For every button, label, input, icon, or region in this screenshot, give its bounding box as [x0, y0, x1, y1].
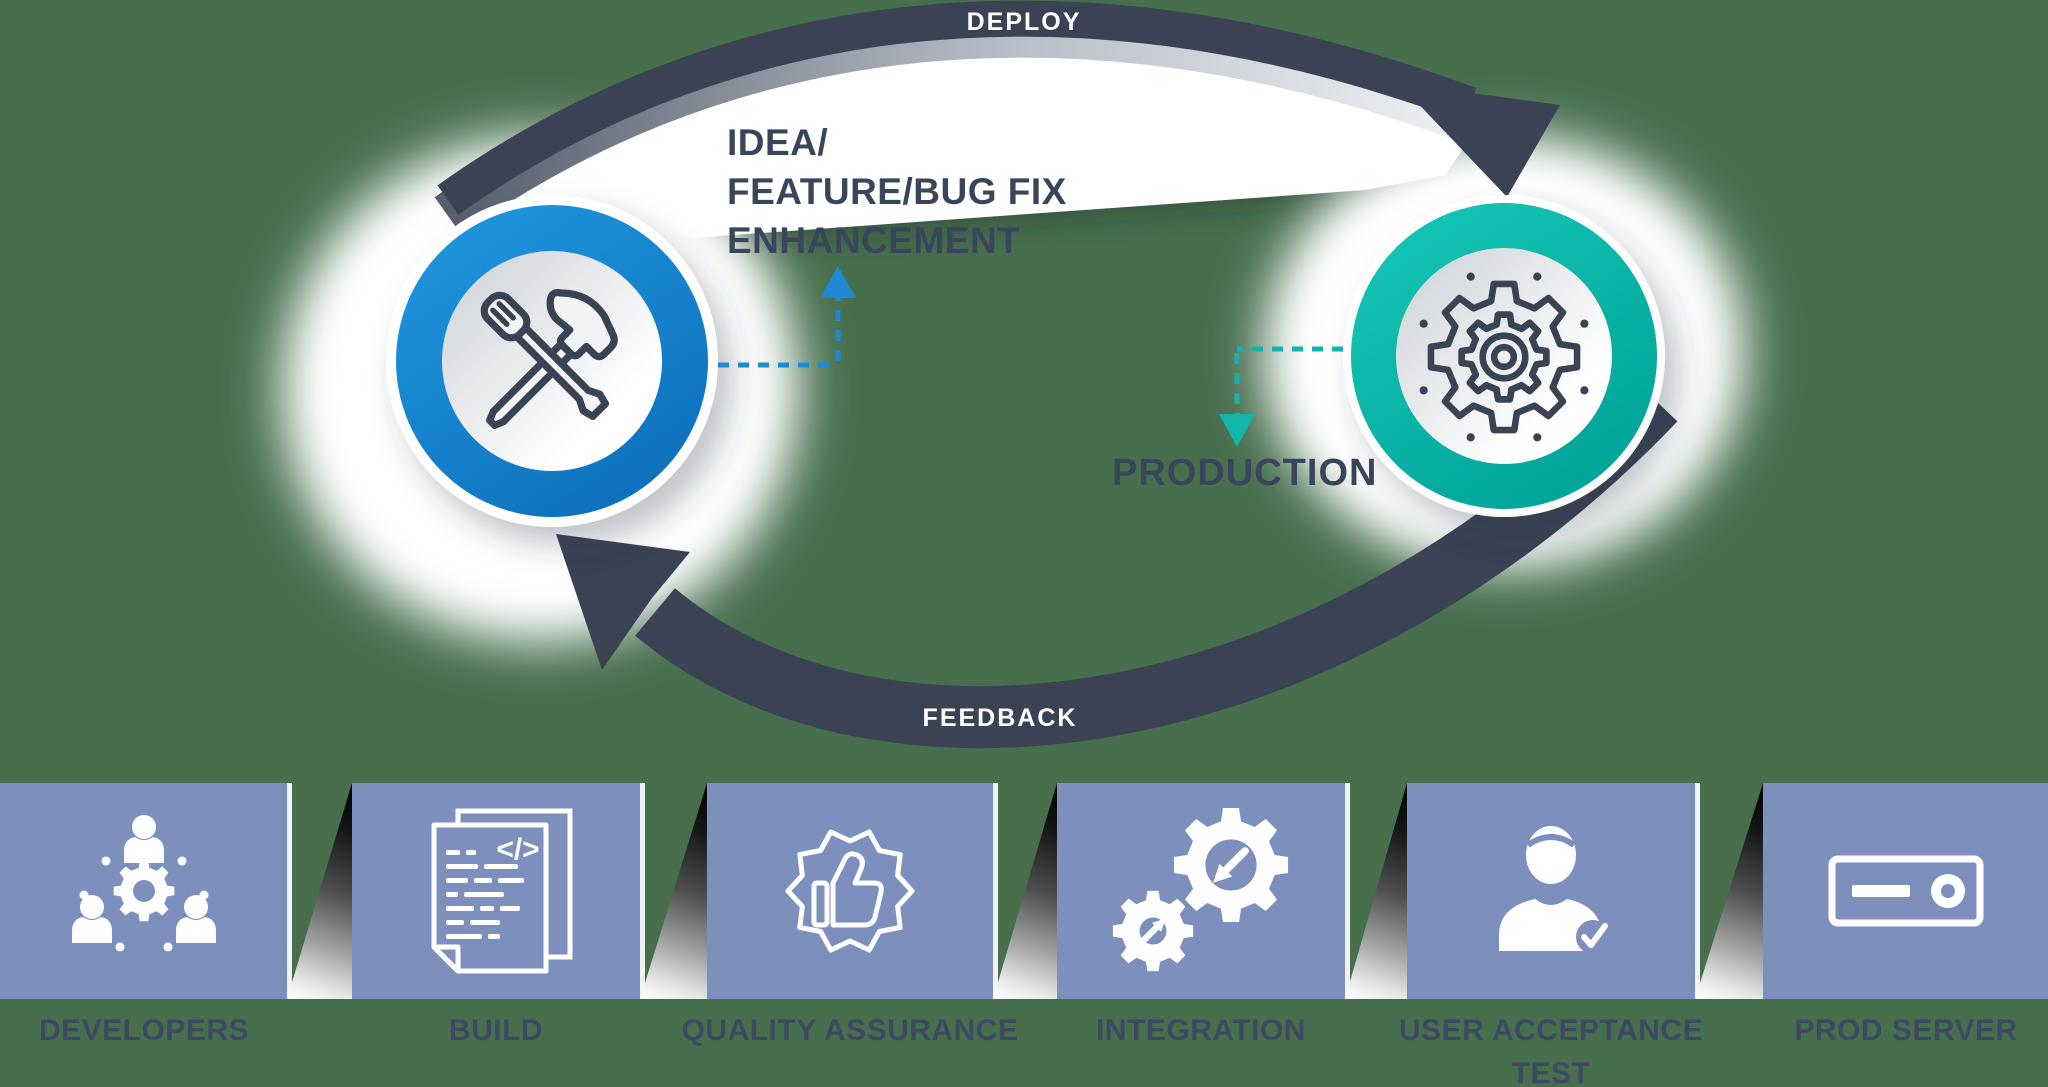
server-unit-icon — [1828, 855, 1983, 927]
stage-label-user-acceptance-test: USER ACCEPTANCE TEST — [1398, 1014, 1704, 1087]
idea-line-2: FEATURE/BUG FIX — [727, 171, 1067, 212]
stage-label-developers: DEVELOPERS — [38, 1014, 250, 1047]
stage-card-user-acceptance-test — [1407, 783, 1695, 999]
page-edge — [1345, 783, 1350, 999]
page-curl-shadow — [640, 783, 707, 999]
dev-node — [386, 195, 718, 527]
page-curl-shadow — [1345, 783, 1407, 999]
deploy-arc — [437, 0, 1477, 215]
nested-gears-icon — [1419, 272, 1589, 442]
hammer-screwdriver-icon — [480, 289, 618, 429]
page-edge — [993, 783, 998, 999]
stage-card-developers — [0, 783, 287, 999]
ops-connector — [1219, 346, 1343, 447]
user-checkmark-icon — [1499, 826, 1610, 954]
page-edge — [287, 783, 292, 999]
stage-card-integration — [1057, 783, 1345, 999]
stage-label-build: BUILD — [448, 1014, 544, 1047]
cycle-diagram: DEPLOY FEEDBACK — [282, 0, 1745, 749]
thumbs-up-seal-icon — [785, 829, 915, 953]
page-curl-shadow — [287, 783, 352, 999]
idea-text: IDEA/ FEATURE/BUG FIX ENHANCEMENT — [727, 118, 1067, 265]
stage-label-quality-assurance: QUALITY ASSURANCE — [681, 1014, 1019, 1047]
page-curl-shadow — [1695, 783, 1763, 999]
idea-line-3: ENHANCEMENT — [727, 220, 1021, 261]
page-edge — [640, 783, 645, 999]
dev-connector — [718, 266, 856, 368]
team-around-gear-icon — [71, 815, 216, 952]
stage-card-prod-server — [1763, 783, 2048, 999]
page-edge — [1695, 783, 1700, 999]
deploy-arrowhead — [1372, 55, 1560, 197]
stage-card-build: </> — [352, 783, 640, 999]
stage-label-integration: INTEGRATION — [1096, 1014, 1306, 1047]
ops-node — [1343, 195, 1665, 517]
deploy-label: DEPLOY — [967, 8, 1082, 36]
stage-card-quality-assurance — [707, 783, 993, 999]
feedback-label: FEEDBACK — [923, 704, 1078, 732]
svg-text:</>: </> — [496, 833, 539, 866]
page-curl-shadow — [993, 783, 1057, 999]
production-label: PRODUCTION — [1112, 452, 1378, 494]
idea-line-1: IDEA/ — [727, 122, 829, 163]
stage-label-prod-server: PROD SERVER — [1794, 1014, 2018, 1047]
feedback-arrowhead — [556, 534, 690, 670]
code-documents-icon: </> — [431, 808, 573, 974]
feedback-arc — [635, 378, 1678, 749]
meshed-gears-arrows-icon — [1112, 807, 1289, 972]
